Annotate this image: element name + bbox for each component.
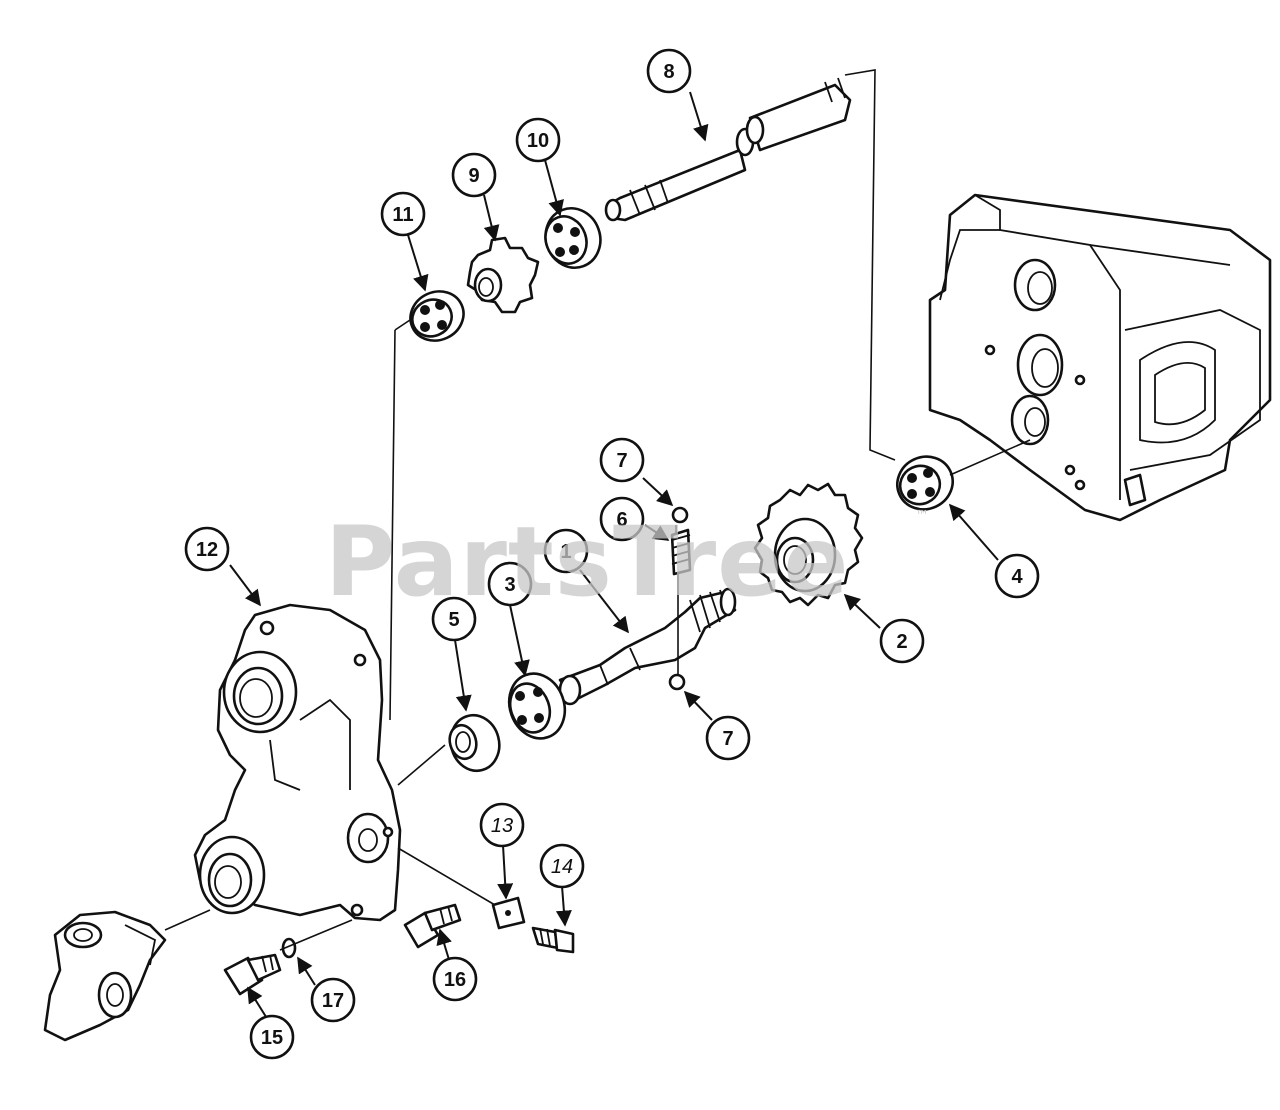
- callout-5-label: 5: [448, 609, 459, 631]
- callout-11-label: 11: [392, 204, 413, 226]
- callout-1-label: 1: [560, 541, 571, 563]
- callout-17: 17: [310, 977, 356, 1023]
- callout-12-label: 12: [196, 539, 218, 561]
- bolt-14: [531, 926, 575, 954]
- callout-9-label: 9: [468, 165, 479, 187]
- bolt-15: [223, 953, 282, 996]
- bearing-4: [896, 455, 954, 511]
- bearing-10: [544, 207, 602, 269]
- leader-arrows: [229, 91, 999, 1021]
- callout-14-label: 14: [551, 856, 573, 878]
- bearing-3: [507, 672, 567, 740]
- callout-4: 4: [994, 553, 1040, 599]
- callout-3: 3: [487, 561, 533, 607]
- callout-7-upper: 7: [599, 437, 645, 483]
- bearing-11: [409, 290, 465, 342]
- callout-8: 8: [646, 48, 692, 94]
- callout-15-label: 15: [261, 1027, 283, 1049]
- partstree-watermark: PartsTree ™: [325, 506, 929, 618]
- shaft-8: [604, 77, 852, 222]
- plate-13: [491, 896, 526, 930]
- callout-13: 13: [479, 802, 525, 848]
- callout-17-label: 17: [322, 990, 344, 1012]
- detent-spring-6: [670, 528, 692, 576]
- callout-14: 14: [539, 843, 585, 889]
- callout-2: 2: [879, 618, 925, 664]
- callout-16-label: 16: [444, 969, 466, 991]
- callout-3-label: 3: [504, 574, 515, 596]
- callout-2-label: 2: [896, 631, 907, 653]
- universal-joint: [43, 910, 167, 1042]
- callout-7-lower-label: 7: [722, 728, 733, 750]
- ball-7-upper: [671, 506, 689, 524]
- callout-8-label: 8: [663, 61, 674, 83]
- watermark-trademark: ™: [915, 508, 929, 524]
- sprocket-gear-2: [753, 482, 864, 607]
- callout-12: 12: [184, 526, 230, 572]
- seal-5: [448, 713, 501, 773]
- callout-16: 16: [432, 956, 478, 1002]
- callout-9: 9: [451, 152, 497, 198]
- callout-7-upper-label: 7: [616, 450, 627, 472]
- callout-13-label: 13: [491, 815, 513, 837]
- callout-10: 10: [515, 117, 561, 163]
- callout-11: 11: [380, 191, 426, 237]
- transmission-housing: [928, 193, 1272, 522]
- assembly-guide-lines: [164, 69, 1031, 951]
- callout-10-label: 10: [527, 130, 549, 152]
- callout-6-label: 6: [616, 509, 627, 531]
- callout-4-label: 4: [1011, 566, 1023, 588]
- callouts: 1 2 3 4 5 6 7 7 8 9 10 11 12 13 14 15 16…: [184, 48, 1040, 1060]
- shaft-1: [558, 587, 737, 706]
- gearbox-housing-12: [193, 603, 402, 922]
- callout-6: 6: [599, 496, 645, 542]
- watermark-text: PartsTree: [325, 506, 849, 618]
- callout-7-lower: 7: [705, 715, 751, 761]
- callout-5: 5: [431, 596, 477, 642]
- callout-15: 15: [249, 1014, 295, 1060]
- gear-9: [466, 236, 540, 314]
- bolt-16: [403, 903, 462, 949]
- callout-1: 1: [543, 528, 589, 574]
- ball-7-lower: [668, 673, 686, 691]
